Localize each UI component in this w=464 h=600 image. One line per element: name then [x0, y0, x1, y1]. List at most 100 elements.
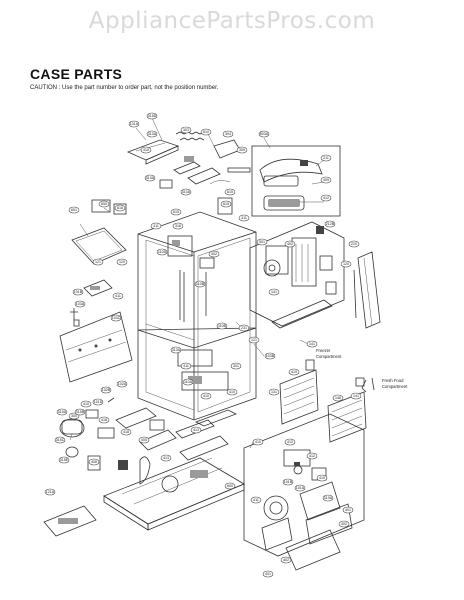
- svg-text:402: 402: [341, 522, 347, 526]
- callout-310B: 310B: [194, 280, 206, 288]
- callout-412-c: 412: [306, 452, 318, 460]
- svg-text:419: 419: [291, 370, 297, 374]
- callout-110A: 110A: [182, 378, 194, 386]
- svg-text:310A: 310A: [148, 132, 157, 136]
- callout-650: 650: [98, 200, 110, 208]
- left-side-parts: [59, 199, 133, 383]
- fresh-food-label-line1: Fresh Food: [382, 378, 404, 383]
- callout-101B-b: 101B: [282, 478, 294, 486]
- svg-text:310A: 310A: [182, 190, 191, 194]
- callout-501: 501: [256, 238, 268, 246]
- callout-402-c: 402: [338, 520, 350, 528]
- callout-603A: 603A: [258, 130, 270, 138]
- callout-615-b: 615: [220, 200, 232, 208]
- callout-418-b: 418: [120, 428, 132, 436]
- svg-text:411: 411: [153, 224, 159, 228]
- callout-402-a: 402: [284, 240, 296, 248]
- callout-301: 301: [230, 362, 242, 370]
- svg-text:651: 651: [71, 208, 77, 212]
- svg-text:413: 413: [193, 428, 199, 432]
- callout-310A-d: 310A: [170, 346, 182, 354]
- svg-text:410: 410: [203, 394, 209, 398]
- callout-121-b: 121: [248, 336, 260, 344]
- callout-411-b: 411: [238, 214, 250, 222]
- callout-102A: 102A: [116, 380, 128, 388]
- svg-text:610: 610: [203, 130, 209, 134]
- svg-text:120: 120: [119, 260, 125, 264]
- machine-compartment-parts: [59, 389, 177, 485]
- svg-text:101A: 101A: [130, 122, 139, 126]
- svg-text:406: 406: [91, 460, 97, 464]
- svg-text:418: 418: [101, 418, 107, 422]
- svg-text:310B: 310B: [196, 282, 205, 286]
- callout-103A: 103A: [74, 300, 86, 308]
- callout-412-b: 412: [284, 438, 296, 446]
- svg-text:650: 650: [101, 202, 107, 206]
- svg-text:413: 413: [163, 456, 169, 460]
- callout-310A-a: 310A: [146, 130, 158, 138]
- svg-text:401: 401: [265, 572, 271, 576]
- callout-315A: 315A: [56, 408, 68, 416]
- svg-text:603A: 603A: [260, 132, 269, 136]
- callout-401-b: 401: [262, 570, 274, 578]
- svg-text:231: 231: [241, 326, 247, 330]
- svg-text:412: 412: [287, 440, 293, 444]
- freezer-label-line1: Freezer: [316, 348, 331, 353]
- svg-text:615: 615: [227, 190, 233, 194]
- callout-220: 220: [348, 240, 360, 248]
- callout-410-c: 410: [226, 388, 238, 396]
- callout-141-a: 141: [268, 288, 280, 296]
- callout-419: 419: [288, 368, 300, 376]
- fresh-food-evaporator-coil: [327, 377, 375, 443]
- callout-120-a: 120: [340, 260, 352, 268]
- callout-418-a: 418: [98, 416, 110, 424]
- callout-bubbles: 101A 315D 303 310A 610 304 603A 410 310A…: [44, 112, 362, 578]
- svg-text:141: 141: [353, 394, 359, 398]
- callout-212B: 212B: [324, 220, 336, 228]
- callout-401-a: 401: [342, 506, 354, 514]
- callout-141-c: 141: [350, 392, 362, 400]
- svg-text:616: 616: [117, 206, 123, 210]
- callout-103C: 103C: [110, 314, 122, 322]
- callout-410-b: 410: [200, 392, 212, 400]
- callout-402-d: 402: [280, 556, 292, 564]
- svg-text:103B: 103B: [266, 354, 275, 358]
- watermark-text: AppliancePartsPros.com: [88, 8, 376, 34]
- svg-text:101A: 101A: [296, 486, 305, 490]
- freezer-evaporator-coil: [279, 359, 319, 425]
- callout-303: 303: [180, 126, 192, 134]
- callout-110D: 110D: [156, 248, 168, 256]
- svg-text:410: 410: [229, 390, 235, 394]
- callout-131: 131: [268, 388, 280, 396]
- svg-text:315D: 315D: [148, 114, 157, 118]
- svg-text:121A: 121A: [46, 490, 55, 494]
- callout-148: 148: [332, 394, 344, 402]
- svg-text:615: 615: [173, 210, 179, 214]
- svg-text:410: 410: [255, 440, 261, 444]
- svg-text:316: 316: [175, 224, 181, 228]
- callout-141-b: 141: [306, 340, 318, 348]
- svg-text:411: 411: [253, 498, 259, 502]
- svg-text:141: 141: [309, 342, 315, 346]
- svg-text:315C: 315C: [56, 438, 65, 442]
- svg-text:102B: 102B: [102, 388, 111, 392]
- callout-304: 304: [222, 130, 234, 138]
- callout-402-b: 402: [208, 250, 220, 258]
- callout-616: 616: [114, 204, 126, 212]
- svg-text:411: 411: [115, 294, 121, 298]
- svg-text:411: 411: [241, 216, 247, 220]
- svg-text:131: 131: [271, 390, 277, 394]
- refrigerator-cabinet: [137, 211, 257, 427]
- svg-text:110A: 110A: [184, 380, 193, 384]
- svg-text:141: 141: [271, 290, 277, 294]
- svg-text:211: 211: [323, 156, 329, 160]
- callout-231: 231: [238, 324, 250, 332]
- svg-text:411: 411: [183, 364, 189, 368]
- callout-409: 409: [320, 176, 332, 184]
- callout-615-c: 615: [170, 208, 182, 216]
- callout-103B: 103B: [264, 352, 276, 360]
- callout-101B-a: 101B: [72, 288, 84, 296]
- svg-text:148: 148: [335, 396, 341, 400]
- fresh-food-label-line2: Compartment: [382, 384, 408, 389]
- fan-duct-assembly: [243, 413, 365, 571]
